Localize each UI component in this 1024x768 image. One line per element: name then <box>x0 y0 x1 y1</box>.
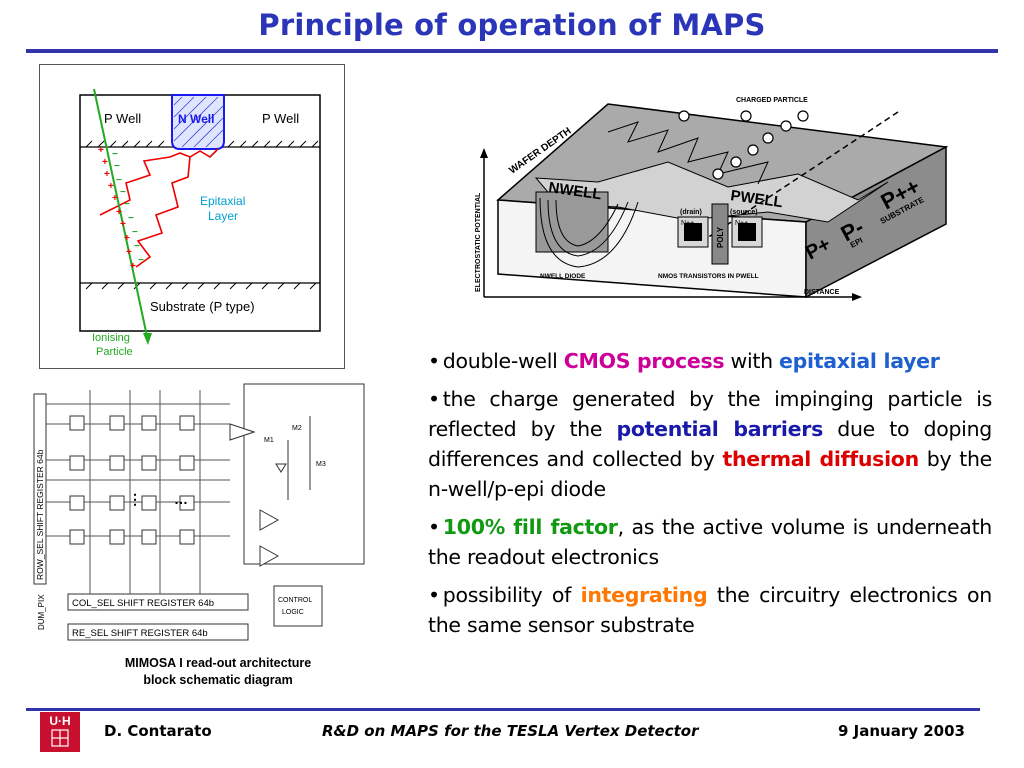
title-rule <box>26 49 998 53</box>
highlight-cmos-process: CMOS process <box>563 349 725 373</box>
electrostatic-potential-label: ELECTROSTATIC POTENTIAL <box>475 192 482 292</box>
svg-text:+: + <box>104 169 110 180</box>
control-label-2: LOGIC <box>282 609 304 616</box>
university-logo: U·H <box>40 712 80 752</box>
bullet-fill-factor: •100% fill factor, as the active volume … <box>428 515 992 569</box>
footer-project: R&D on MAPS for the TESLA Vertex Detecto… <box>322 722 699 740</box>
svg-text:+: + <box>130 261 136 272</box>
source-label: (source) <box>730 209 758 216</box>
ionising-label-line1: Ionising <box>92 332 130 344</box>
svg-text:+: + <box>120 219 126 230</box>
substrate-label: Substrate (P type) <box>150 299 255 314</box>
svg-text:−: − <box>120 187 126 198</box>
m1-label: M1 <box>264 437 274 444</box>
footer-rule <box>26 708 980 711</box>
epitaxial-label-line2: Layer <box>208 209 238 223</box>
n-well-label: N Well <box>178 112 214 126</box>
ionising-label-line2: Particle <box>96 346 133 358</box>
bullet-cmos: •double-well CMOS process with epitaxial… <box>428 349 940 373</box>
mimosa-schematic-figure: ⋮ … M1 M2 M3 ROW_SEL SHIFT REGISTER 64b C… <box>30 380 370 645</box>
npp-right-label: N++ <box>735 220 748 227</box>
svg-text:+: + <box>124 233 130 244</box>
highlight-epitaxial-layer: epitaxial layer <box>779 349 940 373</box>
col-register-label: COL_SEL SHIFT REGISTER 64b <box>72 598 214 609</box>
electrostatic-potential-diagram: NWELL PWELL (drain) (source) N++ N++ POL… <box>468 92 968 302</box>
poly-label: POLY <box>716 226 725 248</box>
distance-label: DISTANCE <box>804 289 840 296</box>
control-label-1: CONTROL <box>278 597 312 604</box>
bullet-list: •double-well CMOS process with epitaxial… <box>428 346 992 648</box>
svg-text:+: + <box>102 157 108 168</box>
svg-text:−: − <box>114 161 120 172</box>
highlight-thermal-diffusion: thermal diffusion <box>722 447 919 471</box>
drain-label: (drain) <box>680 209 702 216</box>
p-well-left-label: P Well <box>104 111 141 126</box>
nmos-label: NMOS TRANSISTORS IN PWELL <box>658 273 759 280</box>
figure-caption: MIMOSA I read-out architecture block sch… <box>100 655 336 689</box>
svg-text:−: − <box>138 255 144 266</box>
epitaxial-label-line1: Epitaxial <box>200 194 245 208</box>
svg-text:+: + <box>98 145 104 156</box>
svg-text:−: − <box>112 149 118 160</box>
dum-pix-label: DUM_PIX <box>37 594 46 630</box>
svg-text:+: + <box>108 181 114 192</box>
footer-author: D. Contarato <box>104 722 212 740</box>
svg-text:−: − <box>124 199 130 210</box>
svg-text:⋮: ⋮ <box>128 491 142 507</box>
bullet-charge: •the charge generated by the impinging p… <box>428 387 992 501</box>
svg-text:+: + <box>126 247 132 258</box>
svg-text:−: − <box>116 175 122 186</box>
re-register-label: RE_SEL SHIFT REGISTER 64b <box>72 628 208 639</box>
highlight-potential-barriers: potential barriers <box>616 417 823 441</box>
m3-label: M3 <box>316 461 326 468</box>
logo-text: U·H <box>49 714 71 728</box>
maps-cross-section-figure: P Well N Well P Well Epitaxial Layer Sub… <box>39 64 345 369</box>
p-well-right-label: P Well <box>262 111 299 126</box>
svg-text:−: − <box>128 213 134 224</box>
npp-left-label: N++ <box>681 220 694 227</box>
nwell-diode-label: NWELL DIODE <box>540 273 586 280</box>
svg-text:+: + <box>116 207 122 218</box>
row-register-label: ROW_SEL SHIFT REGISTER 64b <box>35 449 45 580</box>
charged-particle-label: CHARGED PARTICLE <box>736 97 808 104</box>
bullet-integrating: •possibility of integrating the circuitr… <box>428 583 992 637</box>
svg-text:+: + <box>112 193 118 204</box>
caption-line-1: MIMOSA I read-out architecture <box>124 656 312 670</box>
svg-text:−: − <box>134 241 140 252</box>
highlight-integrating: integrating <box>580 583 708 607</box>
footer-date: 9 January 2003 <box>838 722 965 740</box>
svg-text:…: … <box>174 491 188 507</box>
slide-title: Principle of operation of MAPS <box>258 8 766 42</box>
highlight-fill-factor: 100% fill factor <box>442 515 618 539</box>
caption-line-2: block schematic diagram <box>143 673 293 687</box>
m2-label: M2 <box>292 425 302 432</box>
svg-text:−: − <box>132 227 138 238</box>
